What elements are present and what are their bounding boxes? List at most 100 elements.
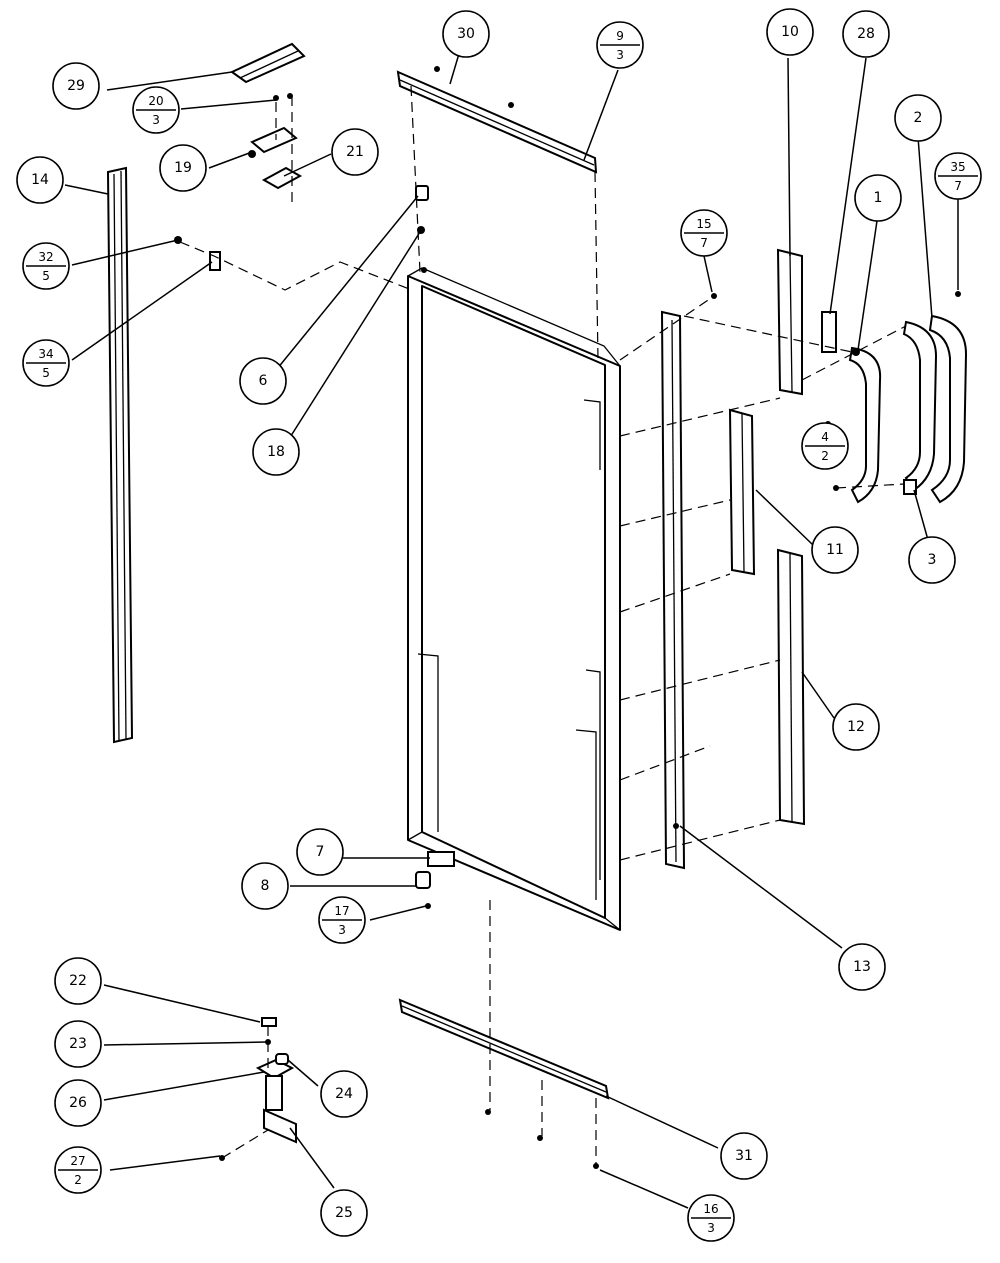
svg-text:26: 26 [69,1095,87,1111]
part-19-hinge-plate [248,93,298,158]
part-30-top-cap [396,66,598,174]
svg-text:11: 11 [826,542,844,558]
part-34-clip [209,251,221,271]
part-25-hinge-bracket [263,1108,297,1144]
callout-3: 3 [908,536,956,584]
part-12-shelf-rail [776,548,806,826]
svg-text:34: 34 [38,347,53,361]
callout-7: 7 [296,828,344,876]
part-11-shelf-rail [728,408,756,576]
callout-10: 10 [766,8,814,56]
callout-28: 28 [842,10,890,58]
svg-text:12: 12 [847,719,865,735]
callout-24: 24 [320,1070,368,1118]
svg-text:7: 7 [316,844,325,860]
callout-16: 16 3 [687,1194,735,1242]
part-1-handle-piece [848,346,882,504]
leader-lines [64,46,959,1209]
callout-20: 20 3 [132,86,180,134]
callout-19: 19 [159,144,207,192]
part-29-upper-hinge [230,42,306,84]
svg-text:2: 2 [821,449,829,463]
svg-text:8: 8 [261,878,270,894]
part-22-cap [261,1017,277,1027]
svg-text:25: 25 [335,1205,353,1221]
svg-text:7: 7 [700,236,708,250]
callout-17: 17 3 [318,896,366,944]
svg-text:17: 17 [334,904,349,918]
svg-text:16: 16 [703,1202,718,1216]
part-10-shelf-rail [776,248,803,396]
door-frame [407,267,621,931]
svg-text:1: 1 [874,190,883,206]
callout-2: 2 [894,94,942,142]
svg-text:31: 31 [735,1148,753,1164]
part-24-bushing [275,1053,289,1065]
svg-text:3: 3 [928,552,937,568]
callout-1: 1 [854,174,902,222]
svg-text:2: 2 [74,1173,82,1187]
svg-text:21: 21 [346,144,364,160]
svg-text:14: 14 [31,172,49,188]
svg-text:2: 2 [914,110,923,126]
svg-text:29: 29 [67,78,85,94]
callout-6: 6 [239,357,287,405]
svg-text:7: 7 [954,179,962,193]
callout-4: 4 2 [801,422,849,470]
part-2-handle-piece [902,320,938,492]
part-18-screw [417,226,425,234]
svg-text:30: 30 [457,26,475,42]
callout-34: 34 5 [22,339,70,387]
callout-11: 11 [811,526,859,574]
svg-text:9: 9 [616,29,624,43]
svg-text:3: 3 [152,113,160,127]
svg-text:3: 3 [616,48,624,62]
svg-text:6: 6 [259,373,268,389]
callout-14: 14 [16,156,64,204]
svg-text:20: 20 [148,94,163,108]
part-26-hinge-body [255,1058,295,1111]
part-6-hinge-bushing [415,185,429,201]
parts-layer [106,42,968,1169]
part-7-hinge-pin [427,851,455,867]
callout-31: 31 [720,1132,768,1180]
callout-12: 12 [832,703,880,751]
callout-18: 18 [252,428,300,476]
svg-text:28: 28 [857,26,875,42]
callout-26: 26 [54,1079,102,1127]
callout-29: 29 [52,62,100,110]
svg-text:3: 3 [338,923,346,937]
callout-13: 13 [838,943,886,991]
part-14-trim-strip [106,166,134,744]
callout-15: 15 7 [680,209,728,257]
svg-text:5: 5 [42,366,50,380]
svg-text:15: 15 [696,217,711,231]
callout-32: 32 5 [22,242,70,290]
svg-text:32: 32 [38,250,53,264]
svg-text:22: 22 [69,973,87,989]
part-31-bottom-cap [398,998,610,1169]
svg-text:4: 4 [821,430,829,444]
svg-text:10: 10 [781,24,799,40]
svg-text:13: 13 [853,959,871,975]
assembly-lines [179,85,907,1164]
callout-9: 9 3 [596,21,644,69]
callout-layer: 1 2 3 4 2 6 7 8 9 3 10 11 [16,8,982,1242]
callout-25: 25 [320,1189,368,1237]
callout-21: 21 [331,128,379,176]
svg-text:24: 24 [335,1086,353,1102]
svg-text:19: 19 [174,160,192,176]
part-3-handle-piece [825,291,968,504]
part-17-screw [425,903,431,909]
svg-text:18: 18 [267,444,285,460]
callout-23: 23 [54,1020,102,1068]
part-28-tab [821,311,837,353]
svg-text:35: 35 [950,160,965,174]
callout-8: 8 [241,862,289,910]
svg-text:23: 23 [69,1036,87,1052]
part-8-bushing [415,871,431,889]
callout-35: 35 7 [934,152,982,200]
svg-text:27: 27 [70,1154,85,1168]
svg-text:3: 3 [707,1221,715,1235]
